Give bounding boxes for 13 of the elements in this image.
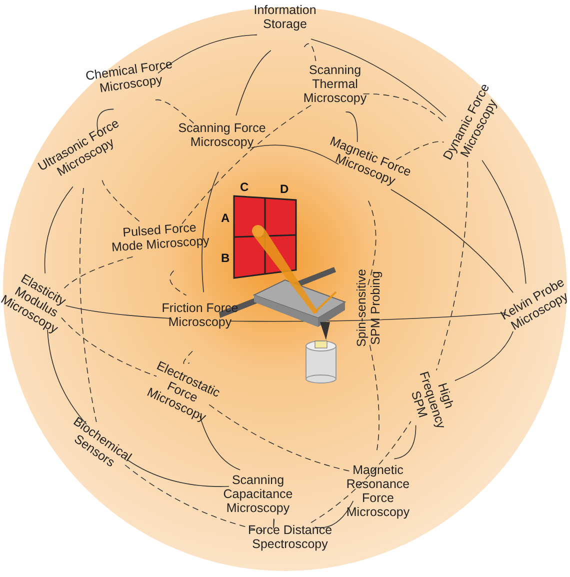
technique-label: Scanning Capacitance Microscopy [222, 473, 294, 515]
quadrant-letter: D [280, 182, 289, 196]
quadrant-letter: B [221, 251, 230, 265]
technique-label: Scanning Force Microscopy [177, 121, 267, 149]
technique-label: Spin-sensitive SPM Probing [354, 268, 382, 349]
quadrant-letter: A [221, 211, 230, 225]
technique-label: Pulsed Force Mode Microscopy [110, 220, 211, 254]
technique-label: Information Storage [252, 3, 318, 31]
quadrant-letter: C [240, 180, 249, 194]
technique-label: Chemical Force Microscopy [84, 56, 174, 98]
technique-label: Scanning Thermal Microscopy [302, 63, 368, 105]
technique-label: Force Distance Spectroscopy [246, 523, 334, 551]
technique-label: Magnetic Resonance Force Microscopy [345, 463, 411, 519]
